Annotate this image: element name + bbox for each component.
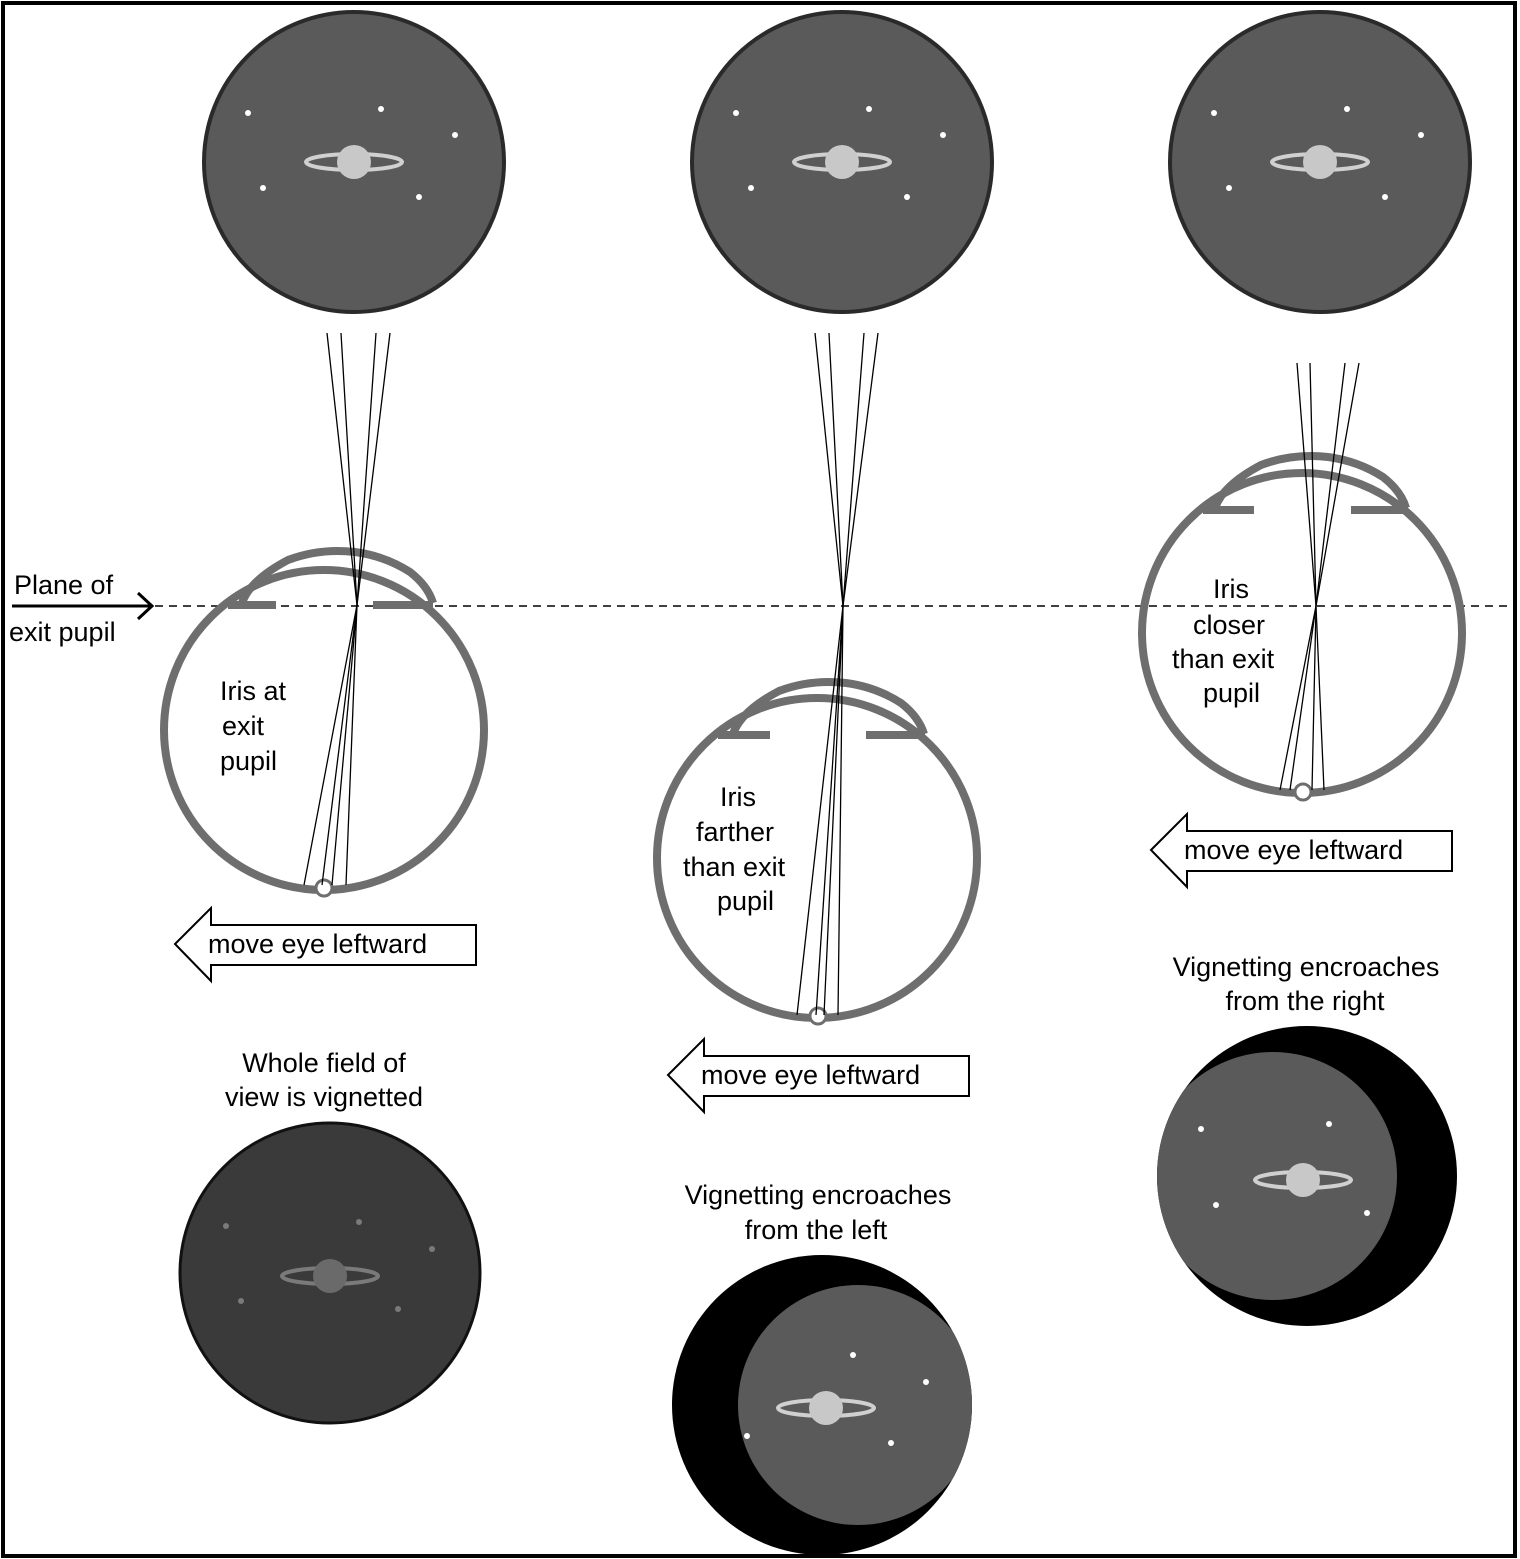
result-view-2	[672, 1255, 972, 1555]
fovea	[808, 1006, 828, 1026]
star-icons	[744, 1352, 929, 1446]
move-arrow-2: move eye leftward	[666, 1036, 970, 1115]
iris-label-line-3: pupil	[220, 746, 277, 776]
saturn-icon	[1270, 145, 1370, 179]
cornea	[238, 547, 437, 605]
arrow-label: move eye leftward	[701, 1060, 920, 1090]
iris-label-line-3: than exit	[1172, 644, 1275, 674]
result-label-3-line-2: from the right	[1225, 986, 1385, 1016]
saturn-icon	[304, 145, 404, 179]
iris-label-line-1: Iris at	[220, 676, 287, 706]
result-view-3	[1157, 1026, 1457, 1326]
top-view-2	[690, 10, 994, 314]
saturn-icon	[792, 145, 892, 179]
light-rays	[303, 332, 391, 886]
saturn-icon	[1253, 1163, 1353, 1197]
eyeball	[160, 566, 488, 894]
saturn-icon	[280, 1259, 380, 1293]
star-icons	[733, 106, 946, 200]
star-icons	[1211, 106, 1424, 200]
fovea	[1293, 782, 1313, 802]
iris-label-line-2: exit	[222, 711, 265, 741]
iris-label-line-4: pupil	[1203, 678, 1260, 708]
fovea	[314, 878, 334, 898]
iris-label-line-2: farther	[696, 817, 774, 847]
visible-field	[738, 1285, 972, 1525]
left-arrow-icon	[173, 905, 477, 984]
cornea	[729, 678, 928, 736]
iris-label-line-2: closer	[1193, 610, 1265, 640]
left-arrow-icon	[1149, 811, 1453, 890]
star-icons	[245, 106, 458, 200]
iris-label-line-3: than exit	[683, 852, 786, 882]
arrow-label: move eye leftward	[208, 929, 427, 959]
iris-label-line-4: pupil	[717, 886, 774, 916]
star-icons	[1198, 1121, 1370, 1216]
saturn-icon	[776, 1391, 876, 1425]
left-arrow-icon	[666, 1036, 970, 1115]
eye-2: Iris farther than exit pupil	[653, 332, 981, 1026]
result-label-3-line-1: Vignetting encroaches	[1173, 952, 1440, 982]
plane-label-line-2: exit pupil	[9, 617, 116, 647]
eye-1: Iris at exit pupil	[160, 332, 488, 898]
result-label-1-line-1: Whole field of	[242, 1048, 406, 1078]
result-label-2-line-1: Vignetting encroaches	[685, 1180, 952, 1210]
eyeball	[1138, 469, 1466, 797]
light-rays	[796, 332, 879, 1016]
top-view-3	[1168, 10, 1472, 314]
plane-arrow-icon	[12, 591, 155, 621]
arrow-label: move eye leftward	[1184, 835, 1403, 865]
light-rays	[1279, 362, 1360, 791]
star-icons	[223, 1219, 435, 1312]
move-arrow-3: move eye leftward	[1149, 811, 1453, 890]
result-label-1-line-2: view is vignetted	[225, 1082, 423, 1112]
eye-3: Iris closer than exit pupil	[1138, 362, 1466, 802]
plane-label-line-1: Plane of	[14, 570, 114, 600]
top-view-1	[202, 10, 506, 314]
iris-label-line-1: Iris	[720, 782, 756, 812]
move-arrow-1: move eye leftward	[173, 905, 477, 984]
cornea	[1211, 452, 1410, 510]
result-label-2-line-2: from the left	[745, 1215, 888, 1245]
iris-label-line-1: Iris	[1213, 574, 1249, 604]
visible-field	[1157, 1052, 1397, 1300]
result-view-1	[178, 1121, 482, 1425]
